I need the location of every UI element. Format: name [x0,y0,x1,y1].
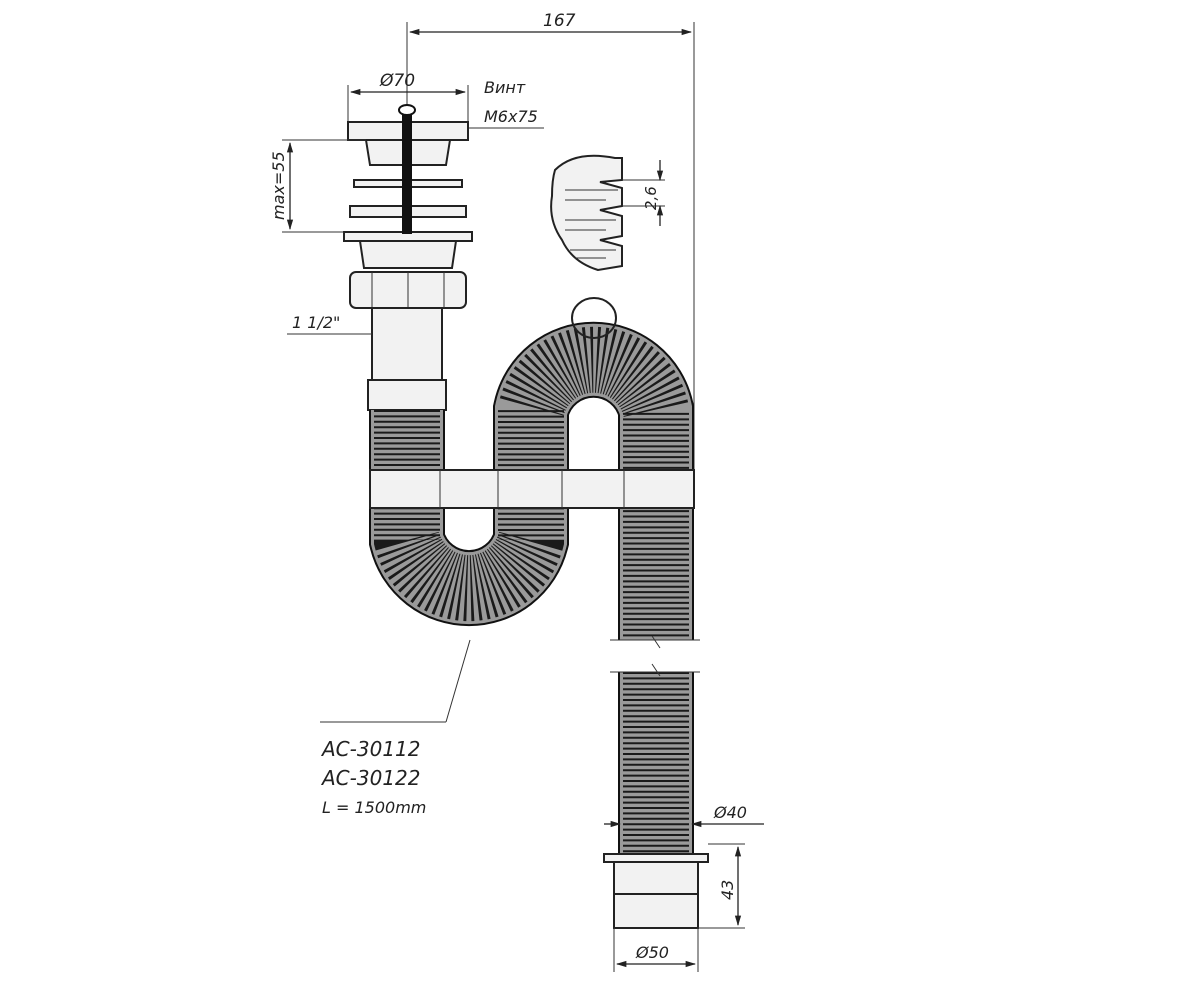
hose-clamp [369,469,695,509]
rib-detail: 2,6 [550,154,665,272]
max-height-label: max=55 [269,151,288,220]
screw-size: M6x75 [484,107,538,126]
hose-diameter-label: Ø40 [713,803,747,822]
outlet-diameter-label: Ø50 [635,943,669,962]
model-code-2: AC-30122 [320,766,421,790]
dimension-max-height: max=55 [269,139,366,233]
grid-diameter-label: Ø70 [379,71,415,91]
dimension-outlet-height: 43 [698,843,745,929]
outlet-height-label: 43 [718,880,737,900]
drain-grid-assembly [343,104,473,413]
dimension-hose-diameter: Ø40 [604,803,764,828]
model-callout: AC-30112 AC-30122 L = 1500mm [320,639,471,817]
dimension-outlet-diameter: Ø50 [613,928,699,972]
outlet-fitting [603,853,709,929]
dimension-overall-width: 167 [406,11,695,480]
model-length: L = 1500mm [322,798,426,817]
overall-width-label: 167 [543,11,576,31]
screw-callout: Винт M6x75 [410,78,544,129]
thread-label: 1 1/2" [292,313,340,332]
corrugated-hose [369,297,700,855]
model-code-1: AC-30112 [320,737,421,761]
screw-title: Винт [484,78,526,97]
rib-pitch-label: 2,6 [642,186,660,210]
dimension-thread: 1 1/2" [287,313,372,335]
